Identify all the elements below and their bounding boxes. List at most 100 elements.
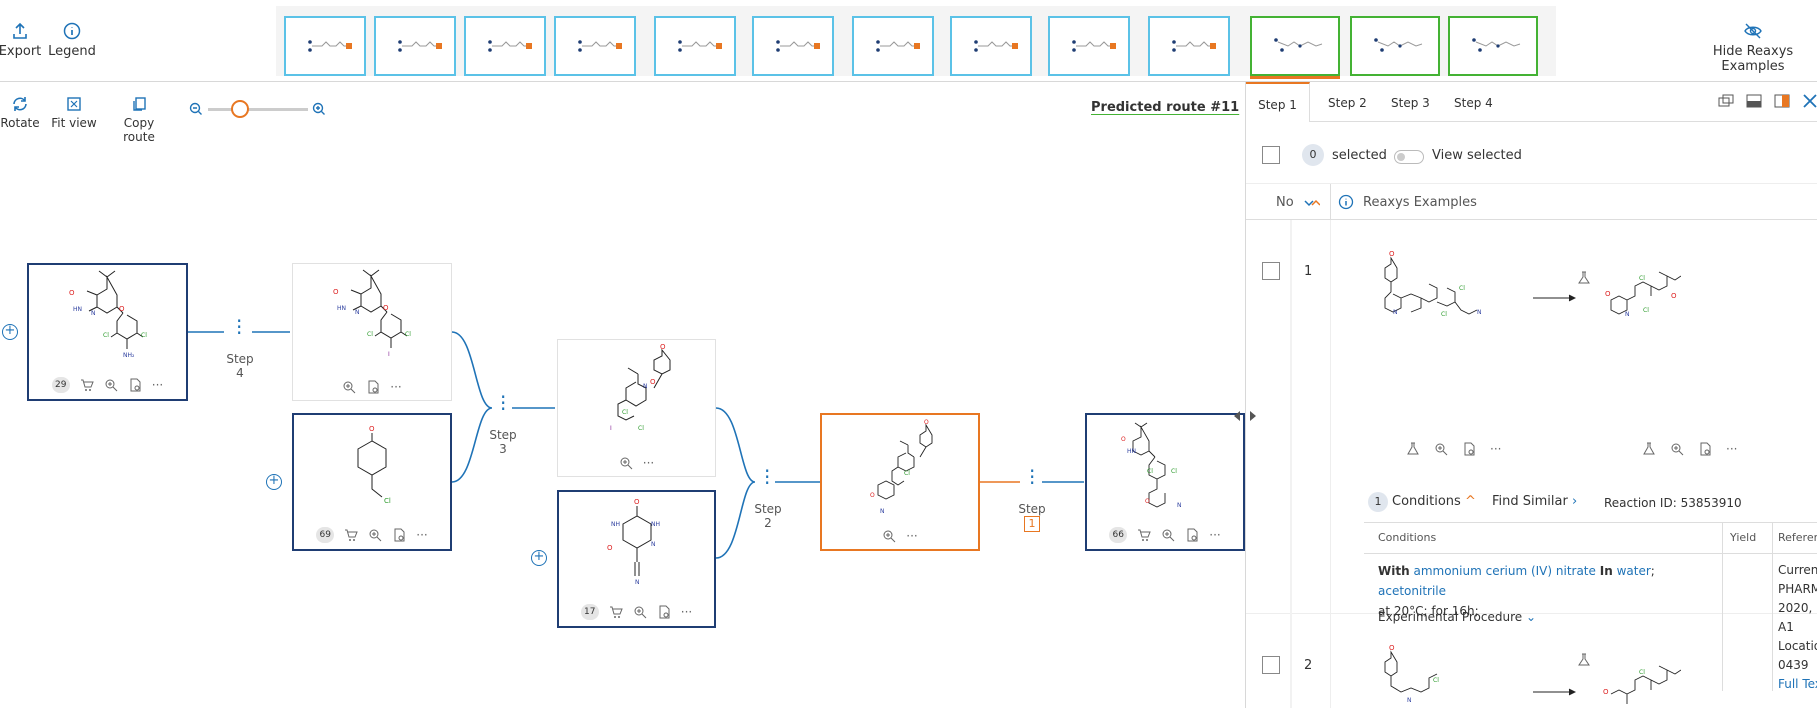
route-thumbnail[interactable] bbox=[464, 16, 546, 76]
cart-icon[interactable] bbox=[344, 528, 359, 542]
route-thumbnail[interactable] bbox=[1048, 16, 1130, 76]
more-menu-icon[interactable]: ··· bbox=[151, 378, 164, 392]
route-thumbnail-selected[interactable] bbox=[1250, 16, 1340, 76]
step-3-marker[interactable]: ··· bbox=[500, 385, 507, 421]
zoom-icon[interactable] bbox=[619, 456, 633, 470]
cart-icon[interactable] bbox=[609, 605, 623, 619]
copy-route-button[interactable]: Copy route bbox=[108, 96, 170, 144]
flask-icon[interactable] bbox=[1576, 652, 1592, 668]
route-thumbnail[interactable] bbox=[1448, 16, 1538, 76]
zoom-out-icon[interactable] bbox=[189, 102, 203, 116]
cart-icon[interactable] bbox=[1137, 528, 1152, 542]
row-checkbox[interactable] bbox=[1262, 262, 1280, 280]
tab-step-1[interactable]: Step 1 bbox=[1246, 82, 1310, 122]
zoom-icon[interactable] bbox=[1670, 442, 1684, 456]
zoom-icon[interactable] bbox=[633, 605, 647, 619]
more-menu-icon[interactable]: ··· bbox=[1490, 442, 1502, 456]
more-menu-icon[interactable]: ··· bbox=[642, 456, 655, 470]
fit-view-button[interactable]: Fit view bbox=[50, 96, 98, 130]
more-menu-icon[interactable]: ··· bbox=[1726, 442, 1738, 456]
popout-icon[interactable] bbox=[1718, 94, 1734, 108]
zoom-icon[interactable] bbox=[342, 380, 356, 394]
route-thumbnail[interactable] bbox=[1148, 16, 1230, 76]
document-search-icon[interactable] bbox=[366, 380, 380, 394]
split-vertical-icon[interactable] bbox=[1774, 94, 1790, 108]
experimental-procedure-toggle[interactable]: Experimental Procedure ⌄ bbox=[1378, 610, 1537, 624]
route-thumbnail[interactable] bbox=[554, 16, 636, 76]
svg-text:O: O bbox=[369, 425, 375, 433]
zoom-icon[interactable] bbox=[104, 378, 118, 392]
legend-button[interactable]: Legend bbox=[42, 22, 102, 59]
document-search-icon[interactable] bbox=[392, 528, 406, 542]
full-text-link[interactable]: Full Text bbox=[1778, 677, 1817, 691]
reagent-link[interactable]: ammonium cerium (IV) nitrate bbox=[1413, 564, 1596, 578]
reaction-id: Reaction ID: 53853910 bbox=[1604, 496, 1742, 510]
document-search-icon[interactable] bbox=[1698, 442, 1712, 456]
zoom-slider-track[interactable] bbox=[208, 108, 308, 111]
more-menu-icon[interactable]: ··· bbox=[1209, 528, 1221, 542]
tab-step-4[interactable]: Step 4 bbox=[1454, 96, 1493, 110]
reaxys-examples-panel: Step 1 Step 2 Step 3 Step 4 0 selected V… bbox=[1234, 82, 1817, 708]
step-2-marker[interactable]: ··· bbox=[764, 459, 771, 495]
document-search-icon[interactable] bbox=[1185, 528, 1199, 542]
close-icon[interactable] bbox=[1802, 94, 1817, 108]
step-1-marker[interactable]: ··· bbox=[1029, 459, 1036, 495]
svg-text:Cl: Cl bbox=[904, 470, 910, 477]
more-menu-icon[interactable]: ··· bbox=[390, 380, 402, 394]
column-no[interactable]: No bbox=[1276, 195, 1294, 210]
route-thumbnail[interactable] bbox=[1350, 16, 1440, 76]
route-thumbnail[interactable] bbox=[284, 16, 366, 76]
zoom-in-icon[interactable] bbox=[312, 102, 326, 116]
sort-icon[interactable] bbox=[1304, 198, 1320, 208]
flask-icon[interactable] bbox=[1576, 270, 1592, 286]
solvent-link[interactable]: water bbox=[1616, 564, 1651, 578]
export-button[interactable]: Export bbox=[0, 22, 50, 59]
rotate-button[interactable]: Rotate bbox=[0, 96, 40, 130]
route-canvas[interactable]: Rotate Fit view Copy route Predicted rou… bbox=[0, 82, 1245, 708]
zoom-icon[interactable] bbox=[368, 528, 382, 542]
view-selected-toggle[interactable] bbox=[1394, 150, 1424, 164]
zoom-icon[interactable] bbox=[882, 529, 896, 543]
node-actions: ··· bbox=[558, 456, 715, 470]
more-menu-icon[interactable]: ··· bbox=[906, 529, 918, 543]
step-4-marker[interactable]: ··· bbox=[236, 309, 243, 345]
flask-icon[interactable] bbox=[1642, 442, 1656, 456]
more-menu-icon[interactable]: ··· bbox=[680, 605, 693, 619]
solvent-link[interactable]: acetonitrile bbox=[1378, 584, 1447, 598]
zoom-icon[interactable] bbox=[1161, 528, 1175, 542]
row-checkbox[interactable] bbox=[1262, 656, 1280, 674]
info-icon[interactable] bbox=[1338, 194, 1354, 210]
tab-step-2[interactable]: Step 2 bbox=[1328, 96, 1367, 110]
expand-node-button[interactable]: + bbox=[531, 550, 547, 566]
zoom-slider-handle[interactable] bbox=[231, 100, 249, 118]
route-thumbnail[interactable] bbox=[752, 16, 834, 76]
document-search-icon[interactable] bbox=[1462, 442, 1476, 456]
document-search-icon[interactable] bbox=[128, 378, 142, 392]
route-thumbnail[interactable] bbox=[374, 16, 456, 76]
route-thumbnail[interactable] bbox=[852, 16, 934, 76]
more-menu-icon[interactable]: ··· bbox=[416, 528, 428, 542]
find-similar-link[interactable]: Find Similar › bbox=[1492, 494, 1578, 509]
resize-handle-icon[interactable] bbox=[1232, 410, 1258, 422]
tab-step-3[interactable]: Step 3 bbox=[1391, 96, 1430, 110]
route-thumbnail[interactable] bbox=[654, 16, 736, 76]
expand-node-button[interactable]: + bbox=[266, 474, 282, 490]
expand-node-button[interactable]: + bbox=[2, 324, 18, 340]
flask-icon[interactable] bbox=[1406, 442, 1420, 456]
svg-text:Cl: Cl bbox=[103, 332, 109, 339]
hide-examples-button[interactable]: Hide Reaxys Examples bbox=[1688, 22, 1817, 74]
route-thumbnail[interactable] bbox=[950, 16, 1032, 76]
cart-icon[interactable] bbox=[80, 378, 94, 392]
select-all-checkbox[interactable] bbox=[1262, 146, 1280, 164]
document-search-icon[interactable] bbox=[657, 605, 671, 619]
conditions-toggle[interactable]: Conditions ^ bbox=[1392, 494, 1476, 509]
split-horizontal-icon[interactable] bbox=[1746, 94, 1762, 108]
zoom-icon[interactable] bbox=[1434, 442, 1448, 456]
